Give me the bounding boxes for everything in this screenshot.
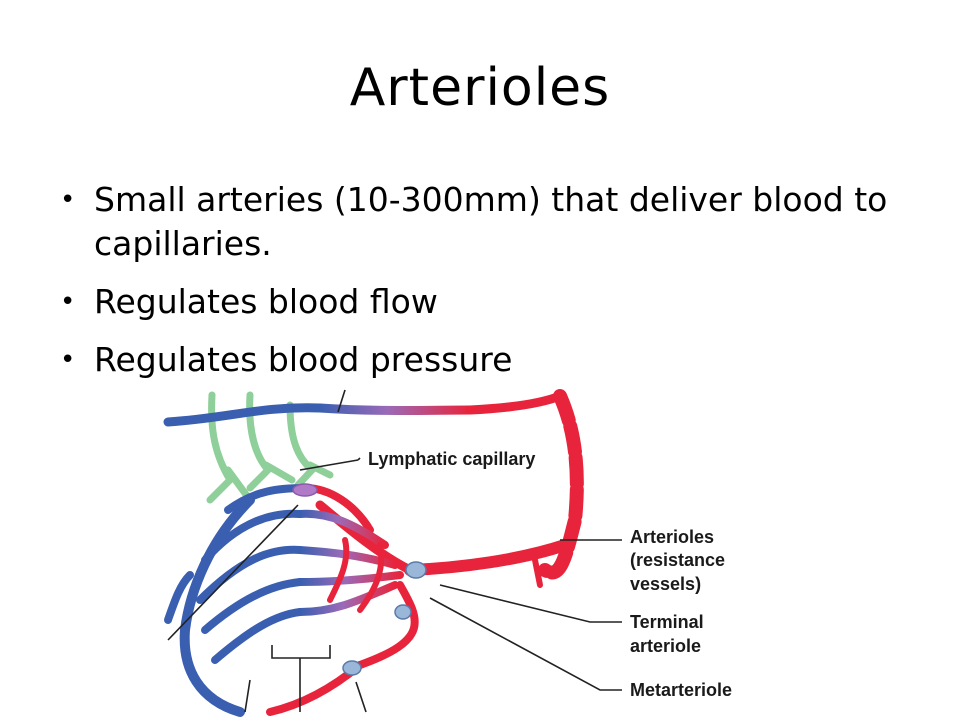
bullet-text: Small arteries (10-300mm) that deliver b…	[94, 180, 888, 263]
bullet-icon: •	[60, 185, 76, 215]
bullet-item: • Regulates blood pressure	[56, 338, 916, 382]
slide-title: Arterioles	[349, 58, 611, 118]
terminal-arteriole-label-line2: arteriole	[630, 636, 701, 656]
metarteriole-label: Metarteriole	[630, 680, 732, 700]
precapillary-sphincters	[292, 483, 427, 676]
capillary-network	[196, 484, 404, 664]
bullet-item: • Small arteries (10-300mm) that deliver …	[56, 178, 916, 266]
arterioles-label-line3: vessels)	[630, 574, 701, 594]
bullet-icon: •	[60, 287, 76, 317]
leader-lines	[167, 389, 622, 713]
bullet-text: Regulates blood pressure	[94, 340, 513, 379]
sphincter-icon	[342, 660, 362, 676]
lymphatic-capillary-label: Lymphatic capillary	[368, 449, 535, 469]
bullet-text: Regulates blood flow	[94, 282, 438, 321]
sphincter-icon	[394, 604, 412, 620]
terminal-arteriole-label: Terminal	[630, 612, 704, 632]
arterioles-label: Arterioles	[630, 527, 714, 547]
arterioles-label-line2: (resistance	[630, 550, 725, 570]
bullet-item: • Regulates blood flow	[56, 280, 916, 324]
sphincter-icon	[292, 483, 318, 497]
bullet-icon: •	[60, 345, 76, 375]
top-vessel	[163, 389, 584, 580]
venule-path	[164, 495, 255, 717]
bullet-list: • Small arteries (10-300mm) that deliver …	[56, 178, 916, 396]
sphincter-icon	[405, 561, 427, 579]
